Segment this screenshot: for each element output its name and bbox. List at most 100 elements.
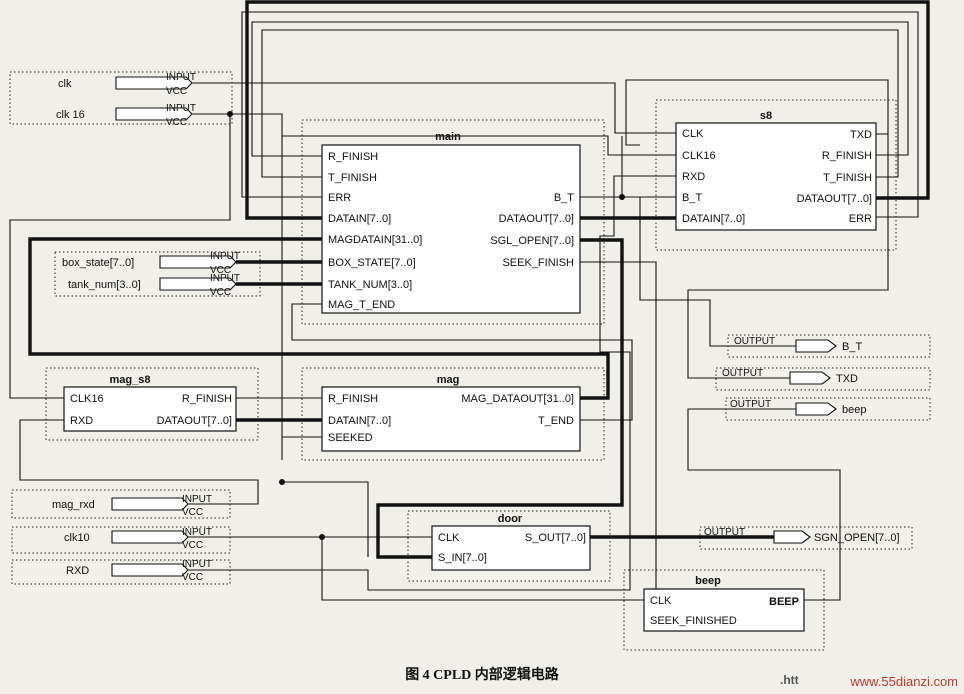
port-label: MAGDATAIN[31..0] [328,234,422,246]
input-pin-tank-num: tank_num[3..0] INPUT VCC [68,273,240,298]
input-group-frame-box [54,251,261,297]
port-label: T_FINISH [328,172,377,184]
port-label: DATAIN[7..0] [682,213,745,225]
input-pin-clk: clk INPUT VCC [58,72,196,97]
beep-frame [623,569,825,651]
pin-name: clk 16 [56,109,85,121]
pin-name: tank_num[3..0] [68,279,141,291]
input-pin-clk10: clk10 INPUT VCC [64,527,212,551]
pin-name: clk10 [64,532,90,544]
port-label: DATAIN[7..0] [328,415,391,427]
port-label: CLK [650,595,672,607]
mag-frame [301,367,605,461]
port-label: TANK_NUM[3..0] [328,279,412,291]
input-group-frame-clk [9,71,233,125]
block-title: main [435,131,461,143]
port-label: DATAOUT[7..0] [499,213,574,225]
pin-name: SGN_OPEN[7..0] [814,532,900,544]
port-label: SGL_OPEN[7..0] [490,235,574,247]
port-label: MAG_T_END [328,299,395,311]
port-label: CLK [682,128,704,140]
port-label: SEEKED [328,432,373,444]
pin-vcc: VCC [182,540,203,551]
junction-dot [319,534,325,540]
port-label: MAG_DATAOUT[31..0] [461,393,574,405]
port-label: BEEP [769,596,799,608]
port-label: S_IN[7..0] [438,552,487,564]
block-title: mag_s8 [110,374,151,386]
pin-kind: INPUT [166,103,196,114]
block-beep: beep CLK SEEK_FINISHED BEEP [643,575,805,632]
port-label: DATAOUT[7..0] [797,193,872,205]
port-label: B_T [682,192,702,204]
port-label: BOX_STATE[7..0] [328,257,416,269]
pin-vcc: VCC [210,287,231,298]
port-label: DATAIN[7..0] [328,213,391,225]
door-frame [407,510,611,582]
output-pin-sgn-open: OUTPUT SGN_OPEN[7..0] [704,527,900,544]
watermark-site: www.55dianzi.com [849,674,958,689]
pin-name: TXD [836,373,858,385]
pin-kind: OUTPUT [704,527,745,538]
pin-kind: INPUT [210,251,240,262]
input-frame-clk10 [11,526,231,554]
output-pin-beep: OUTPUT beep [730,399,866,416]
port-label: T_FINISH [823,172,872,184]
pin-kind: INPUT [166,72,196,83]
port-label: ERR [849,213,872,225]
pin-vcc: VCC [166,86,187,97]
port-label: CLK [438,532,460,544]
block-mag: mag R_FINISH DATAIN[7..0] SEEKED MAG_DAT… [321,374,581,452]
output-frame-txd [715,367,931,391]
junction-dot [227,111,233,117]
pin-vcc: VCC [182,507,203,518]
input-pin-box-state: box_state[7..0] INPUT VCC [62,251,240,276]
junction-dot [619,194,625,200]
block-mag-s8: mag_s8 CLK16 RXD R_FINISH DATAOUT[7..0] [63,374,237,432]
pin-kind: OUTPUT [734,336,775,347]
port-label: CLK16 [70,393,104,405]
port-label: SEEK_FINISH [502,257,574,269]
pin-name: RXD [66,565,89,577]
input-pin-clk16: clk 16 INPUT VCC [56,103,196,128]
junction-dot [279,479,285,485]
input-pin-rxd: RXD INPUT VCC [66,559,212,583]
pin-kind: INPUT [182,494,212,505]
watermark-mark: .htt [780,673,799,687]
block-s8: s8 CLK CLK16 RXD B_T DATAIN[7..0] TXD R_… [675,110,877,231]
port-label: R_FINISH [822,150,872,162]
pin-name: beep [842,404,866,416]
pin-name: mag_rxd [52,499,95,511]
mag-s8-frame [45,367,259,441]
pin-vcc: VCC [210,265,231,276]
port-label: R_FINISH [328,393,378,405]
port-label: RXD [682,171,705,183]
pin-kind: INPUT [182,559,212,570]
pin-kind: INPUT [182,527,212,538]
signal-wires [9,11,919,617]
figure-caption: 图 4 CPLD 内部逻辑电路 [405,666,560,683]
input-pin-mag-rxd: mag_rxd INPUT VCC [52,494,212,518]
port-label: DATAOUT[7..0] [157,415,232,427]
block-title: beep [695,575,721,587]
pin-kind: OUTPUT [730,399,771,410]
port-label: T_END [538,415,574,427]
port-label: CLK16 [682,150,716,162]
bus-wires [28,0,930,559]
block-title: door [498,513,523,525]
block-main: main R_FINISH T_FINISH ERR DATAIN[7..0] … [321,131,581,314]
output-pin-bt: OUTPUT B_T [734,336,862,353]
block-door: door CLK S_IN[7..0] S_OUT[7..0] [431,513,591,571]
port-label: R_FINISH [182,393,232,405]
input-frame-rxd [11,559,231,585]
pin-vcc: VCC [182,572,203,583]
port-label: R_FINISH [328,151,378,163]
pin-vcc: VCC [166,117,187,128]
output-pin-txd: OUTPUT TXD [722,368,858,385]
port-label: S_OUT[7..0] [525,532,586,544]
block-title: s8 [760,110,772,122]
port-label: ERR [328,192,351,204]
pin-name: box_state[7..0] [62,257,134,269]
